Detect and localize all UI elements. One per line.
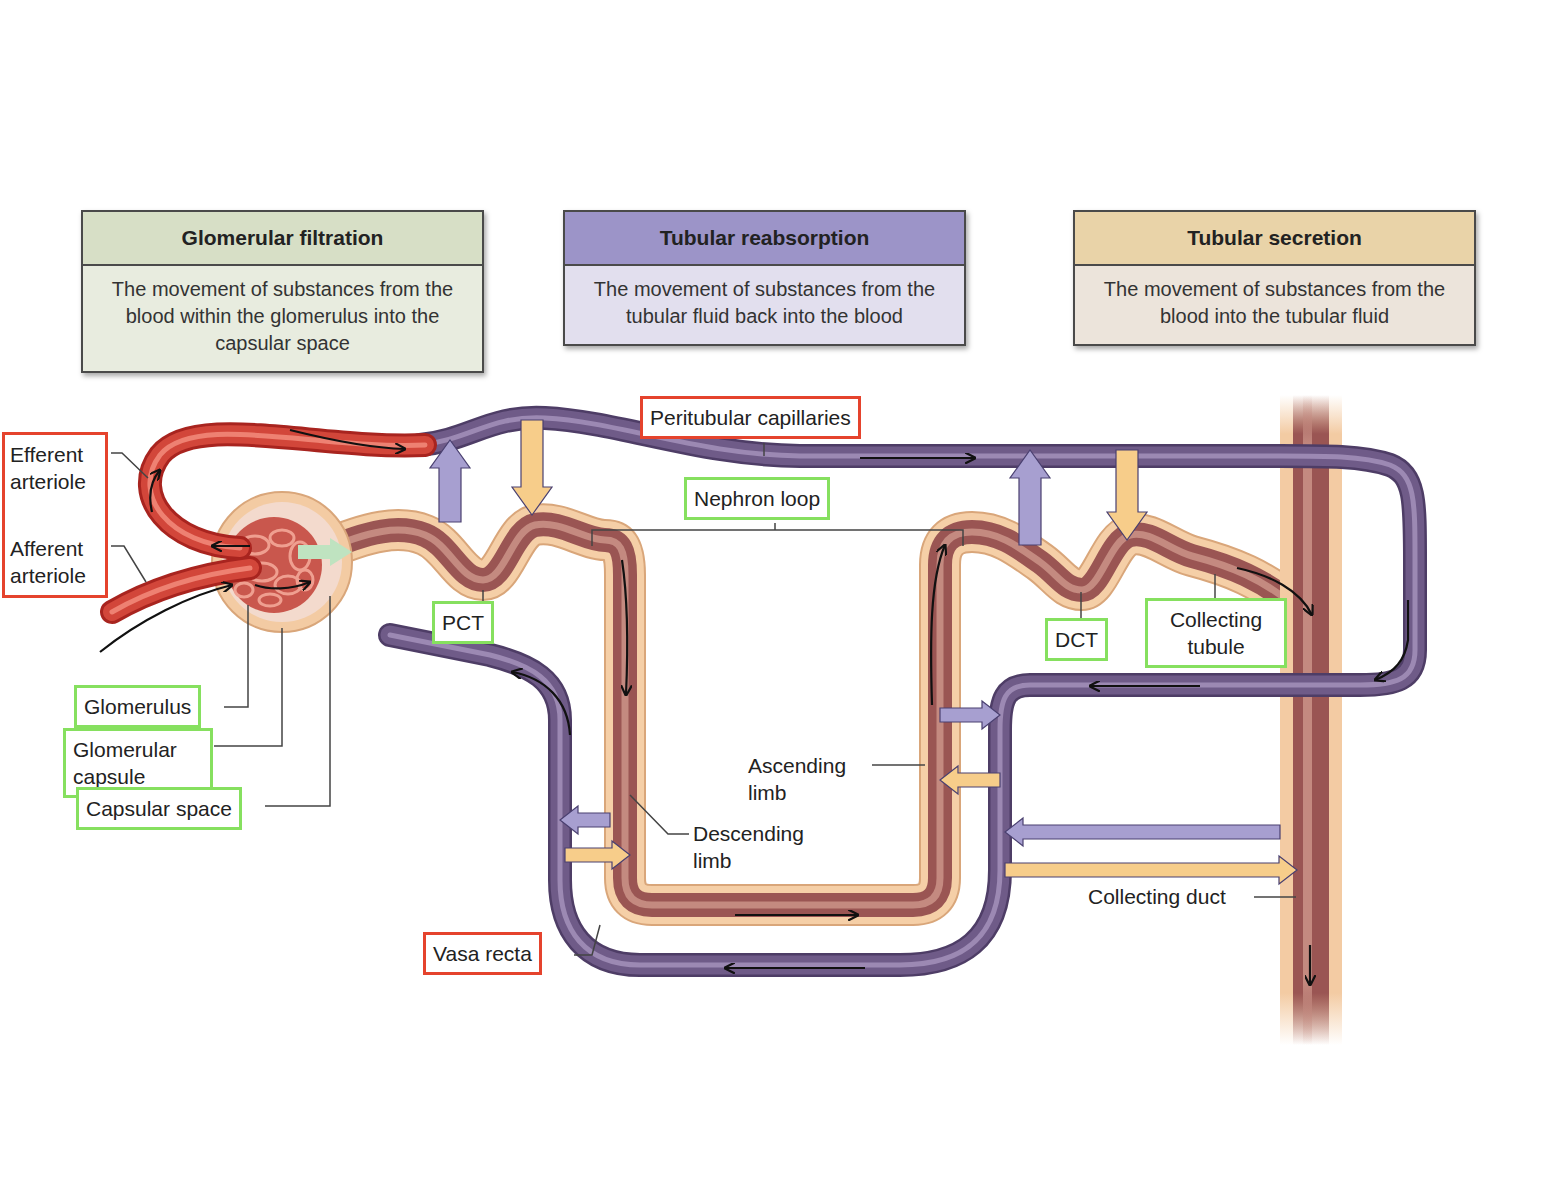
blood-vessels [112, 418, 1415, 965]
duct-highlight [1303, 395, 1312, 1045]
structure-label: Capsular space [86, 795, 232, 822]
flow-arrow [1090, 685, 1200, 687]
flow-arrow [212, 545, 250, 547]
leader-line [1254, 896, 1296, 898]
secretion-arrow [940, 766, 1000, 794]
reabsorption-arrow [940, 701, 1000, 729]
leader-line [763, 443, 765, 456]
flow-arrow [290, 430, 405, 449]
structure-label: Glomerular capsule [73, 736, 203, 790]
vessel-edge [390, 418, 1415, 965]
leader-line [111, 453, 148, 478]
process-stage-box: Tubular secretionThe movement of substan… [1073, 210, 1476, 346]
structure-label: Efferent arteriole [10, 441, 100, 495]
vessel-highlight [390, 418, 1415, 965]
leader-line [574, 925, 600, 955]
part-label: Ascending limb [748, 752, 870, 806]
afferent-highlight [112, 568, 250, 612]
structure-label-box: Nephron loop [684, 477, 830, 520]
structure-label: DCT [1055, 626, 1098, 653]
structure-label: Collecting tubule [1155, 606, 1277, 660]
reabsorption-arrow [430, 440, 470, 522]
reabsorption-arrow [1005, 818, 1280, 846]
afferent-arteriole-vessel [112, 568, 250, 612]
structure-label: Vasa recta [433, 940, 532, 967]
leader-line [872, 764, 925, 766]
stage-description: The movement of substances from the tubu… [565, 266, 964, 344]
structure-label-box: DCT [1045, 618, 1108, 661]
structure-label: Peritubular capillaries [650, 404, 851, 431]
efferent-highlight [150, 434, 425, 548]
flow-arrow [100, 585, 232, 652]
structure-label-box: Peritubular capillaries [640, 396, 861, 439]
stage-heading: Glomerular filtration [83, 212, 482, 266]
process-stage-box: Glomerular filtrationThe movement of sub… [81, 210, 484, 373]
process-stage-box: Tubular reabsorptionThe movement of subs… [563, 210, 966, 346]
leader-line [214, 628, 282, 746]
leader-lines [111, 443, 1296, 955]
secretion-arrow [1005, 856, 1297, 884]
flow-arrow [1375, 600, 1408, 680]
reabsorption-arrow [1010, 450, 1050, 545]
exchange-arrows [430, 420, 1297, 884]
efferent-arteriole-vessel [150, 434, 425, 548]
renal-tubule [320, 524, 1300, 905]
structure-label-box: Vasa recta [423, 932, 542, 975]
secretion-arrow [565, 841, 630, 869]
flow-arrow [931, 545, 945, 705]
secretion-arrow [512, 420, 552, 515]
structure-label-box: Glomerulus [74, 685, 201, 728]
flow-arrows [100, 430, 1408, 985]
duct-wall [1280, 395, 1342, 1045]
flow-arrow [735, 914, 858, 916]
leader-line [111, 546, 146, 582]
flow-arrow [150, 470, 160, 512]
nephron-loop-bracket [592, 523, 963, 546]
tubule-highlight [320, 524, 1300, 905]
leader-line [630, 795, 689, 834]
stage-description: The movement of substances from the bloo… [1075, 266, 1474, 344]
flow-arrow [1309, 945, 1311, 985]
part-label: Collecting duct [1088, 883, 1226, 910]
tubule-wall [320, 524, 1300, 905]
efferent-arteriole-vessel [150, 434, 425, 548]
secretion-arrow [1107, 450, 1147, 540]
leader-line [224, 605, 248, 707]
duct-lumen [1293, 395, 1329, 1045]
stage-heading: Tubular reabsorption [565, 212, 964, 266]
structure-label-box: Collecting tubule [1145, 598, 1287, 668]
leader-line [1214, 574, 1216, 598]
vessel [390, 418, 1415, 965]
structure-label: PCT [442, 609, 484, 636]
structure-label-box: Efferent arterioleAfferent arteriole [2, 432, 108, 598]
reabsorption-arrow [560, 806, 610, 834]
leader-line [265, 596, 330, 806]
structure-label-box: Capsular space [76, 787, 242, 830]
leader-line [1080, 592, 1082, 618]
flow-arrow [725, 967, 865, 969]
stage-description: The movement of substances from the bloo… [83, 266, 482, 371]
structure-label: Afferent arteriole [10, 535, 100, 589]
flow-arrow [512, 672, 570, 735]
structure-label-box: PCT [432, 601, 494, 644]
structure-label: Glomerulus [84, 693, 191, 720]
tubule-wall-edge [320, 524, 1300, 905]
structure-label: Nephron loop [694, 485, 820, 512]
flow-arrow [622, 560, 627, 695]
part-label: Descending limb [693, 820, 827, 874]
filtration-arrow [298, 538, 352, 566]
stage-heading: Tubular secretion [1075, 212, 1474, 266]
collecting-duct [1280, 395, 1342, 1045]
leader-line [482, 590, 484, 601]
tubule-lumen [320, 524, 1300, 905]
afferent-arteriole-vessel [112, 568, 250, 612]
flow-arrow [255, 582, 310, 588]
flow-arrow [860, 457, 975, 459]
